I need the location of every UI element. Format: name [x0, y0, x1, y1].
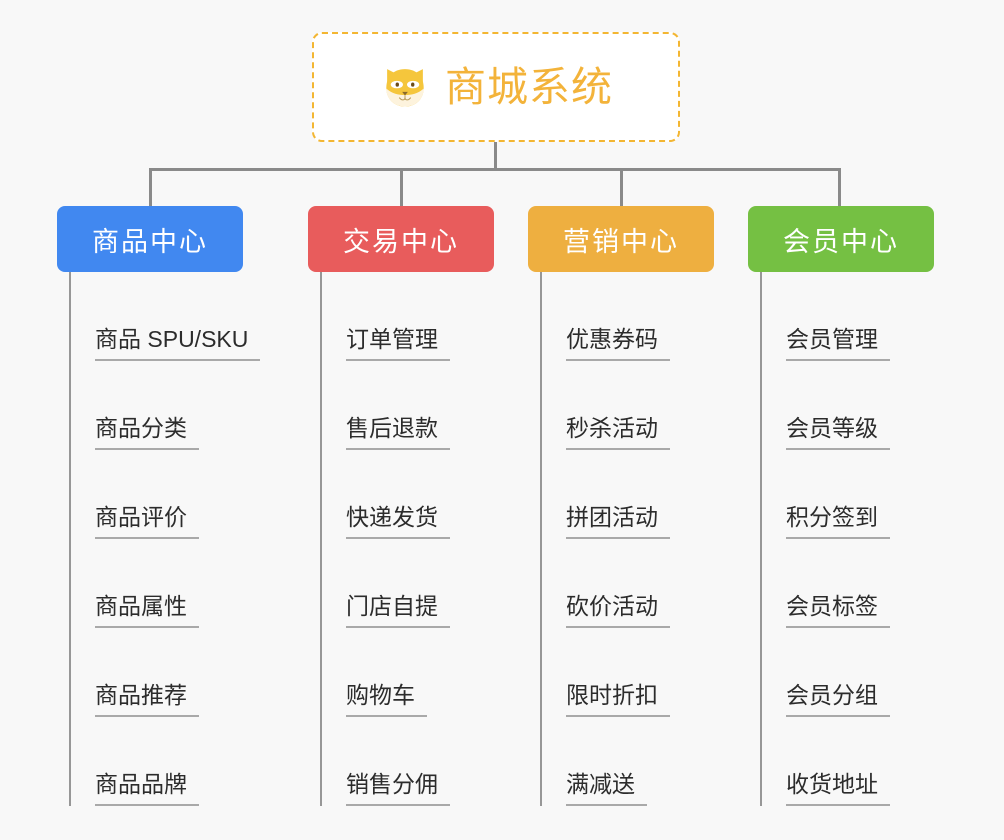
branch-column-member-center: 会员中心 会员管理 会员等级 积分签到 会员标签 会员分组 收货地址: [748, 206, 934, 806]
leaf-item-label: 商品分类: [95, 415, 199, 450]
leaf-item[interactable]: 商品品牌: [69, 717, 243, 806]
branch-column-trade-center: 交易中心 订单管理 售后退款 快递发货 门店自提 购物车 销售分佣: [308, 206, 494, 806]
leaf-item[interactable]: 会员标签: [760, 539, 934, 628]
branch-column-product-center: 商品中心 商品 SPU/SKU 商品分类 商品评价 商品属性 商品推荐 商品品牌: [57, 206, 261, 806]
leaf-item[interactable]: 商品推荐: [69, 628, 243, 717]
leaf-list-member-center: 会员管理 会员等级 积分签到 会员标签 会员分组 收货地址: [760, 272, 934, 806]
leaf-item-label: 会员标签: [786, 593, 890, 628]
column-spine: [320, 272, 322, 806]
leaf-item-label: 满减送: [566, 771, 647, 806]
leaf-item[interactable]: 订单管理: [320, 272, 494, 361]
leaf-item-label: 优惠券码: [566, 326, 670, 361]
connector-drop-marketing-center: [620, 168, 623, 206]
leaf-item[interactable]: 秒杀活动: [540, 361, 714, 450]
leaf-item[interactable]: 积分签到: [760, 450, 934, 539]
leaf-item-label: 购物车: [346, 682, 427, 717]
leaf-item[interactable]: 会员等级: [760, 361, 934, 450]
leaf-item[interactable]: 限时折扣: [540, 628, 714, 717]
connector-drop-product-center: [149, 168, 152, 206]
leaf-item-label: 门店自提: [346, 593, 450, 628]
leaf-item-label: 会员管理: [786, 326, 890, 361]
leaf-item-label: 积分签到: [786, 504, 890, 539]
leaf-item[interactable]: 优惠券码: [540, 272, 714, 361]
category-header-product-center[interactable]: 商品中心: [57, 206, 243, 272]
leaf-item-label: 砍价活动: [566, 593, 670, 628]
connector-drop-trade-center: [400, 168, 403, 206]
leaf-item[interactable]: 满减送: [540, 717, 714, 806]
leaf-item-label: 商品属性: [95, 593, 199, 628]
leaf-item-label: 商品评价: [95, 504, 199, 539]
leaf-item[interactable]: 门店自提: [320, 539, 494, 628]
leaf-item-label: 订单管理: [346, 326, 450, 361]
leaf-item[interactable]: 商品 SPU/SKU: [69, 272, 261, 361]
branch-column-marketing-center: 营销中心 优惠券码 秒杀活动 拼团活动 砍价活动 限时折扣 满减送: [528, 206, 714, 806]
category-header-member-center[interactable]: 会员中心: [748, 206, 934, 272]
leaf-item[interactable]: 会员管理: [760, 272, 934, 361]
leaf-item-label: 收货地址: [786, 771, 890, 806]
leaf-item[interactable]: 售后退款: [320, 361, 494, 450]
leaf-item-label: 拼团活动: [566, 504, 670, 539]
column-spine: [540, 272, 542, 806]
leaf-item[interactable]: 商品分类: [69, 361, 243, 450]
root-title: 商城系统: [445, 63, 613, 110]
leaf-item-label: 快递发货: [346, 504, 450, 539]
category-header-marketing-center[interactable]: 营销中心: [528, 206, 714, 272]
leaf-item[interactable]: 拼团活动: [540, 450, 714, 539]
leaf-item-label: 销售分佣: [346, 771, 450, 806]
connector-horizontal-bus: [149, 168, 839, 171]
category-header-trade-center[interactable]: 交易中心: [308, 206, 494, 272]
column-spine: [69, 272, 71, 806]
shiba-dog-face-icon: [379, 61, 431, 113]
root-node[interactable]: 商城系统: [312, 32, 680, 142]
leaf-item[interactable]: 收货地址: [760, 717, 934, 806]
leaf-item[interactable]: 商品评价: [69, 450, 243, 539]
leaf-item-label: 商品推荐: [95, 682, 199, 717]
leaf-item[interactable]: 会员分组: [760, 628, 934, 717]
leaf-item-label: 售后退款: [346, 415, 450, 450]
leaf-item-label: 商品品牌: [95, 771, 199, 806]
connector-drop-member-center: [838, 168, 841, 206]
leaf-item-label: 限时折扣: [566, 682, 670, 717]
leaf-item[interactable]: 快递发货: [320, 450, 494, 539]
leaf-item[interactable]: 销售分佣: [320, 717, 494, 806]
leaf-item[interactable]: 商品属性: [69, 539, 243, 628]
leaf-item-label: 会员分组: [786, 682, 890, 717]
leaf-item-label: 商品 SPU/SKU: [95, 326, 261, 361]
leaf-item-label: 会员等级: [786, 415, 890, 450]
leaf-item[interactable]: 购物车: [320, 628, 494, 717]
leaf-list-trade-center: 订单管理 售后退款 快递发货 门店自提 购物车 销售分佣: [320, 272, 494, 806]
leaf-list-product-center: 商品 SPU/SKU 商品分类 商品评价 商品属性 商品推荐 商品品牌: [69, 272, 261, 806]
leaf-item-label: 秒杀活动: [566, 415, 670, 450]
leaf-item[interactable]: 砍价活动: [540, 539, 714, 628]
connector-root-stem: [494, 142, 497, 170]
leaf-list-marketing-center: 优惠券码 秒杀活动 拼团活动 砍价活动 限时折扣 满减送: [540, 272, 714, 806]
column-spine: [760, 272, 762, 806]
